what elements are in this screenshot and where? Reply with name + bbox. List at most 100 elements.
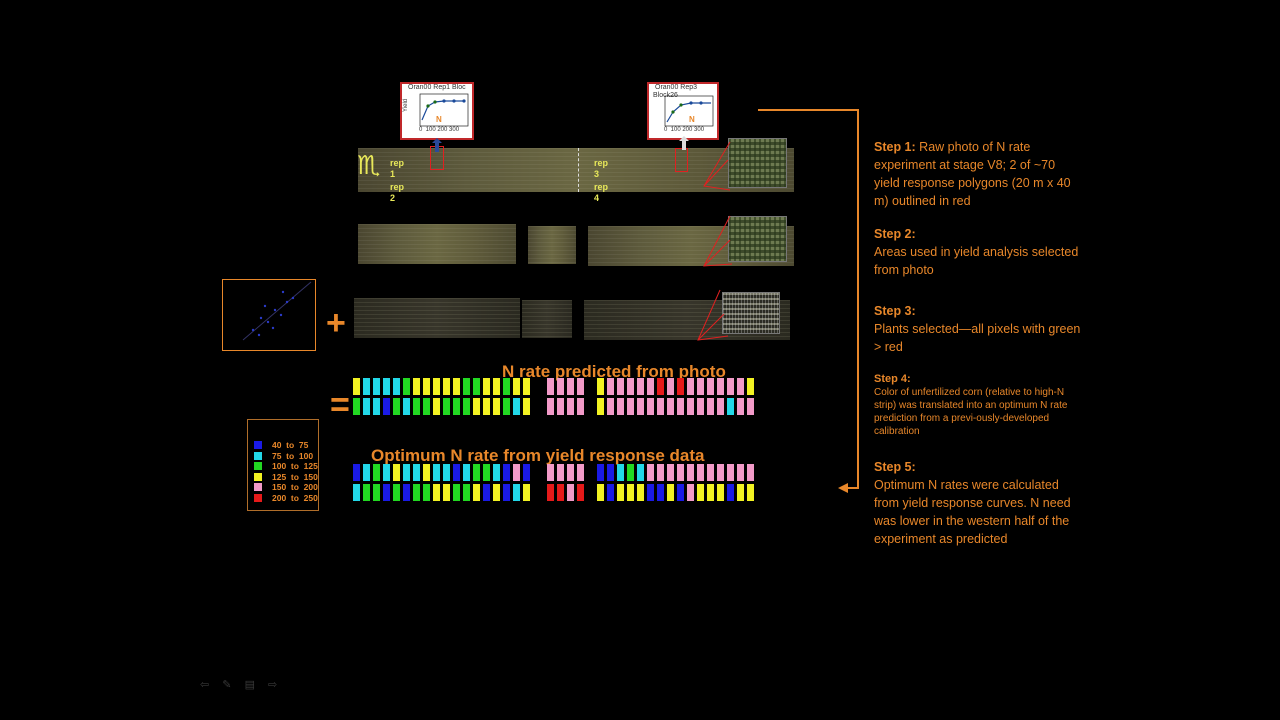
rate-bar xyxy=(383,484,390,501)
rate-bar xyxy=(363,464,370,481)
rate-bar xyxy=(647,378,654,395)
rate-bar xyxy=(727,484,734,501)
rate-bar xyxy=(363,484,370,501)
rate-bar xyxy=(453,464,460,481)
rate-bar xyxy=(503,464,510,481)
rate-bar xyxy=(403,484,410,501)
scorpio-symbol: ♏ xyxy=(357,151,381,181)
rate-bar xyxy=(383,378,390,395)
n-label: N xyxy=(436,115,442,124)
rate-bar xyxy=(717,484,724,501)
rate-bar xyxy=(393,484,400,501)
rate-bar xyxy=(637,484,644,501)
rate-bar xyxy=(617,484,624,501)
rate-bar xyxy=(443,464,450,481)
rate-bar xyxy=(453,398,460,415)
rate-bar xyxy=(607,398,614,415)
rate-bar xyxy=(363,398,370,415)
rate-bar xyxy=(747,484,754,501)
rate-bar xyxy=(747,464,754,481)
rate-bar xyxy=(577,484,584,501)
rate-bar xyxy=(513,484,520,501)
rate-bar xyxy=(737,378,744,395)
rate-bar xyxy=(667,464,674,481)
rate-bar xyxy=(547,398,554,415)
zoom-image-step1 xyxy=(728,138,787,188)
rate-bar xyxy=(473,398,480,415)
rate-bar xyxy=(353,378,360,395)
rate-bar xyxy=(503,398,510,415)
predicted-title: N rate predicted from photo xyxy=(502,362,726,381)
next-slide-icon[interactable]: ⇨ xyxy=(268,679,278,691)
rate-bar xyxy=(597,464,604,481)
legend-label: 40 to 75 xyxy=(272,440,309,450)
rate-bar xyxy=(667,484,674,501)
rate-bar xyxy=(353,398,360,415)
rate-bar xyxy=(353,484,360,501)
step-5-text: Step 5:Optimum N rates were calculated f… xyxy=(874,460,1071,546)
rate-bar xyxy=(513,464,520,481)
rate-bar xyxy=(393,398,400,415)
rate-bar xyxy=(547,464,554,481)
rate-bar xyxy=(697,484,704,501)
rate-bar xyxy=(483,398,490,415)
rate-bar xyxy=(727,378,734,395)
rate-bar xyxy=(523,378,530,395)
rate-bar xyxy=(523,398,530,415)
rate-bar xyxy=(657,464,664,481)
rate-bar xyxy=(737,484,744,501)
rate-bar xyxy=(473,484,480,501)
rate-bar xyxy=(747,378,754,395)
rate-bar xyxy=(443,484,450,501)
rate-bar xyxy=(687,464,694,481)
arrow-up-1 xyxy=(432,138,442,152)
rate-bar xyxy=(463,484,470,501)
rate-bar xyxy=(567,464,574,481)
zoom-image-step3 xyxy=(722,292,780,334)
chart-title: Oran00 Rep1 Bloc xyxy=(408,84,466,91)
rate-bar xyxy=(483,378,490,395)
rate-bar xyxy=(503,378,510,395)
rate-bar xyxy=(667,398,674,415)
rate-bar xyxy=(513,378,520,395)
rate-bar xyxy=(423,484,430,501)
rate-bar xyxy=(483,464,490,481)
rate-bar xyxy=(463,398,470,415)
polygon-outline-2 xyxy=(675,148,688,172)
rate-bar xyxy=(647,398,654,415)
yield-curve xyxy=(664,95,714,127)
rate-bar xyxy=(493,484,500,501)
rate-bar xyxy=(557,398,564,415)
rate-bar xyxy=(373,378,380,395)
chart-subtitle: Block26 xyxy=(653,92,678,99)
rate-bar xyxy=(577,378,584,395)
rate-bar xyxy=(443,398,450,415)
selected-areas-west xyxy=(358,224,516,264)
menu-icon[interactable]: ▤ xyxy=(244,679,255,691)
rate-bar xyxy=(707,464,714,481)
rate-bar xyxy=(607,484,614,501)
zoom-callout-lines xyxy=(697,141,733,341)
prev-slide-icon[interactable]: ⇦ xyxy=(200,679,210,691)
rate-bar xyxy=(597,378,604,395)
rate-bar xyxy=(493,464,500,481)
legend-label: 125 to 150 xyxy=(272,471,318,482)
pen-icon[interactable]: ✎ xyxy=(222,679,232,691)
rate-bar xyxy=(567,398,574,415)
rate-bar xyxy=(597,484,604,501)
rate-bar xyxy=(363,378,370,395)
rate-bar xyxy=(567,484,574,501)
legend-label: 75 to 100 xyxy=(272,450,314,461)
rep-divider-line xyxy=(578,148,579,192)
rate-bar xyxy=(433,378,440,395)
step-3-text: Step 3:Plants selected—all pixels with g… xyxy=(874,304,1081,354)
rate-bar xyxy=(687,398,694,415)
selected-areas-mid xyxy=(528,226,576,264)
rate-bar xyxy=(513,398,520,415)
rate-bar xyxy=(597,398,604,415)
legend-swatch xyxy=(254,483,262,491)
chart-title: Oran00 Rep3 xyxy=(655,84,698,91)
legend-label: 100 to 125 xyxy=(272,461,318,471)
rate-bar xyxy=(557,484,564,501)
